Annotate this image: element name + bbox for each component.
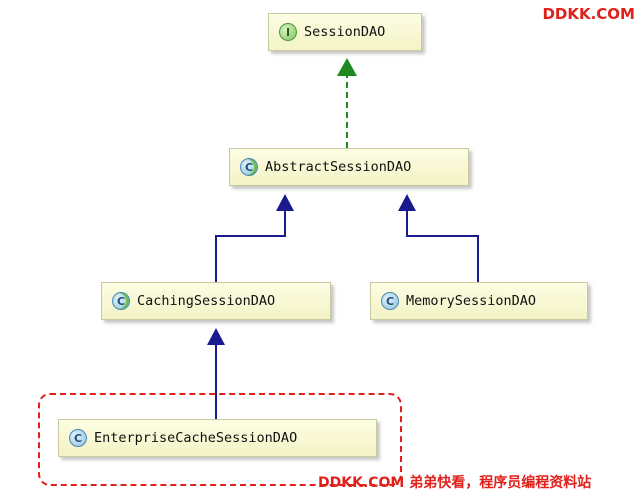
- implements-arrowhead: [337, 58, 357, 76]
- node-label: AbstractSessionDAO: [265, 159, 412, 175]
- extends-arrowhead-abstract-left: [276, 194, 294, 211]
- node-label: SessionDAO: [304, 24, 386, 40]
- node-enterprisecachesessiondao[interactable]: C EnterpriseCacheSessionDAO: [58, 419, 377, 457]
- node-cachingsessiondao[interactable]: C CachingSessionDAO: [101, 282, 331, 320]
- highlight-dashed-box: [38, 393, 402, 486]
- extends-edge-memory-to-abstract: [406, 210, 479, 282]
- interface-icon: I: [279, 23, 297, 41]
- abstract-class-icon: C: [240, 158, 258, 176]
- node-abstractsessiondao[interactable]: C AbstractSessionDAO: [229, 148, 469, 186]
- node-sessiondao[interactable]: I SessionDAO: [268, 13, 422, 51]
- extends-edge-caching-to-abstract: [215, 210, 286, 282]
- watermark-top-right: DDKK.COM: [542, 5, 635, 23]
- abstract-class-icon: C: [112, 292, 130, 310]
- node-label: CachingSessionDAO: [137, 293, 276, 309]
- node-memorysessiondao[interactable]: C MemorySessionDAO: [370, 282, 588, 320]
- class-icon: C: [381, 292, 399, 310]
- node-label: MemorySessionDAO: [406, 293, 537, 309]
- extends-arrowhead-abstract-right: [398, 194, 416, 211]
- watermark-bottom: DDKK.COM 弟弟快看，程序员编程资料站: [318, 475, 592, 491]
- node-label: EnterpriseCacheSessionDAO: [94, 430, 298, 446]
- extends-arrowhead-caching: [207, 328, 225, 345]
- class-icon: C: [69, 429, 87, 447]
